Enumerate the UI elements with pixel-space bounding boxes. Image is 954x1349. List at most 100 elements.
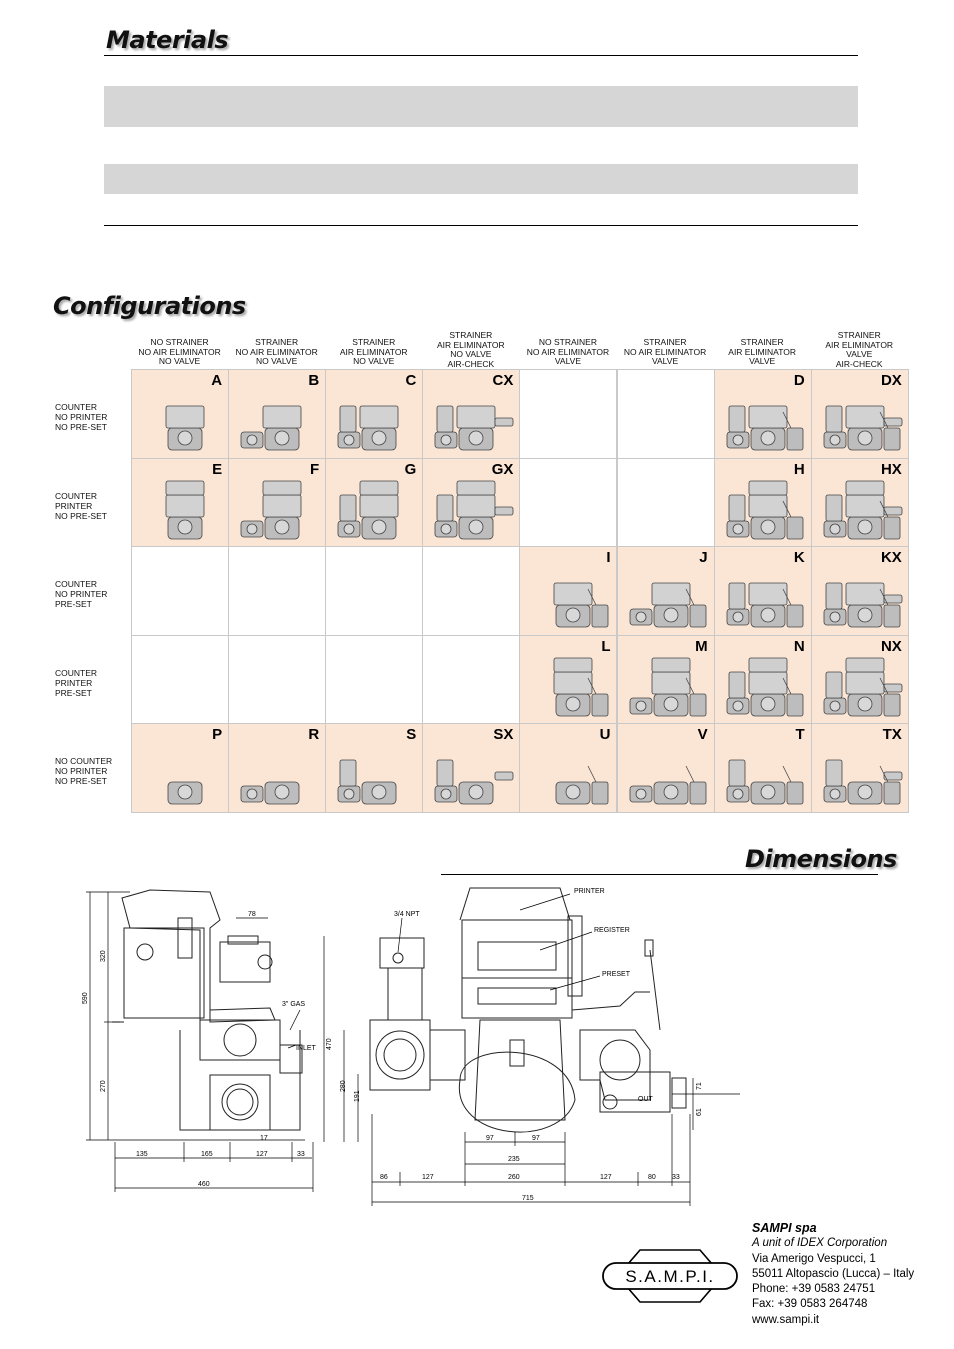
label-npt: 3/4 NPT <box>394 911 420 918</box>
meter-configuration-illustration <box>434 759 514 805</box>
config-cell: U <box>519 723 618 813</box>
row-label-line: PRINTER <box>55 500 93 511</box>
config-cell: H <box>713 457 812 548</box>
company-website[interactable]: www.sampi.it <box>752 1313 820 1326</box>
row-label-line: PRINTER <box>55 677 93 688</box>
meter-configuration-illustration <box>823 657 903 717</box>
column-header-line: NO VALVE <box>158 356 201 366</box>
company-fax: Fax: +39 0583 264748 <box>752 1298 868 1311</box>
column-header-line: VALVE <box>846 349 873 359</box>
column-header-line: AIR ELIMINATOR <box>825 339 894 350</box>
row-label-line: PRE-SET <box>55 687 92 698</box>
dim-17: 17 <box>260 1135 268 1142</box>
config-cell <box>325 546 424 636</box>
dim-320: 320 <box>100 950 107 962</box>
config-code-label: CX <box>492 372 514 389</box>
dim-33b: 33 <box>672 1174 680 1181</box>
materials-title: Materials <box>106 26 229 54</box>
config-cell: KX <box>810 546 909 636</box>
dim-61: 61 <box>696 1108 703 1116</box>
config-cell: E <box>131 457 230 548</box>
config-code-label: C <box>405 372 417 389</box>
dim-127b: 127 <box>422 1174 434 1181</box>
config-cell: DX <box>810 369 909 459</box>
config-cell <box>228 546 327 636</box>
meter-configuration-illustration <box>240 480 302 539</box>
meter-configuration-illustration <box>629 766 706 805</box>
config-cell <box>422 546 521 636</box>
label-printer: PRINTER <box>574 888 605 895</box>
meter-configuration-illustration <box>823 480 903 539</box>
meter-configuration-illustration <box>823 405 903 451</box>
config-cell <box>616 457 715 548</box>
dim-80: 80 <box>648 1174 656 1181</box>
dim-470: 470 <box>326 1038 333 1050</box>
column-header-line: STRAINER <box>449 330 493 340</box>
config-code-label: P <box>212 726 223 744</box>
company-address-line-1: Via Amerigo Vespucci, 1 <box>752 1252 876 1265</box>
config-code-label: GX <box>491 460 514 478</box>
config-cell <box>131 546 230 636</box>
column-header-line: VALVE <box>554 356 582 366</box>
column-header-line: NO VALVE <box>256 356 298 366</box>
dim-260: 260 <box>508 1174 520 1181</box>
column-header-line: STRAINER <box>255 337 299 347</box>
column-header-line: NO STRAINER <box>538 337 597 347</box>
meter-configuration-illustration <box>726 657 803 717</box>
meter-configuration-illustration <box>726 582 803 628</box>
meter-configuration-illustration <box>629 657 706 717</box>
config-cell: J <box>616 546 715 636</box>
row-label-line: NO PRINTER <box>55 412 108 422</box>
dim-127a: 127 <box>256 1151 268 1158</box>
dimensions-title-rule <box>441 874 878 875</box>
dim-165: 165 <box>201 1151 213 1158</box>
label-preset: PRESET <box>602 971 631 978</box>
config-code-label: KX <box>880 549 902 567</box>
column-header-line: NO AIR ELIMINATOR <box>526 346 610 357</box>
column-header-line: AIR-CHECK <box>447 358 495 369</box>
config-cell: S <box>325 723 424 813</box>
config-code-label: V <box>697 726 708 744</box>
materials-title-rule <box>104 55 858 56</box>
column-header-line: NO STRAINER <box>150 337 209 347</box>
column-header-line: VALVE <box>749 356 776 366</box>
column-header-line: STRAINER <box>837 330 881 340</box>
dim-135: 135 <box>136 1151 148 1158</box>
config-code-label: SX <box>493 726 514 744</box>
meter-configuration-illustration <box>434 480 514 539</box>
column-header-line: NO VALVE <box>353 356 395 366</box>
meter-configuration-illustration <box>823 582 903 628</box>
dim-715: 715 <box>522 1195 534 1202</box>
config-cell <box>519 457 618 548</box>
company-info: SAMPI spa A unit of IDEX Corporation Via… <box>752 1221 914 1328</box>
meter-configuration-illustration <box>553 657 609 717</box>
config-code-label: G <box>404 460 417 478</box>
config-code-label: N <box>793 637 805 655</box>
label-register: REGISTER <box>594 927 630 934</box>
config-cell <box>325 634 424 725</box>
company-unit: A unit of IDEX Corporation <box>752 1237 888 1250</box>
column-header-line: AIR ELIMINATOR <box>436 339 505 350</box>
column-header-line: AIR ELIMINATOR <box>728 346 796 357</box>
dim-33a: 33 <box>297 1151 305 1158</box>
meter-configuration-illustration <box>337 405 399 451</box>
config-code-label: R <box>308 726 320 744</box>
config-code-label: K <box>793 549 805 567</box>
column-header-line: NO AIR ELIMINATOR <box>623 346 707 357</box>
column-header-line: NO AIR ELIMINATOR <box>138 346 221 357</box>
dim-191: 191 <box>354 1090 361 1102</box>
config-code-label: T <box>795 726 805 744</box>
config-cell <box>616 369 715 459</box>
config-cell: N <box>713 634 812 725</box>
dimensions-drawing: 320 590 270 78 3" GAS INLET 17 135 165 1… <box>82 887 740 1206</box>
meter-configuration-illustration <box>726 759 803 805</box>
dimensions-title: Dimensions <box>745 845 897 873</box>
config-cell <box>422 634 521 725</box>
